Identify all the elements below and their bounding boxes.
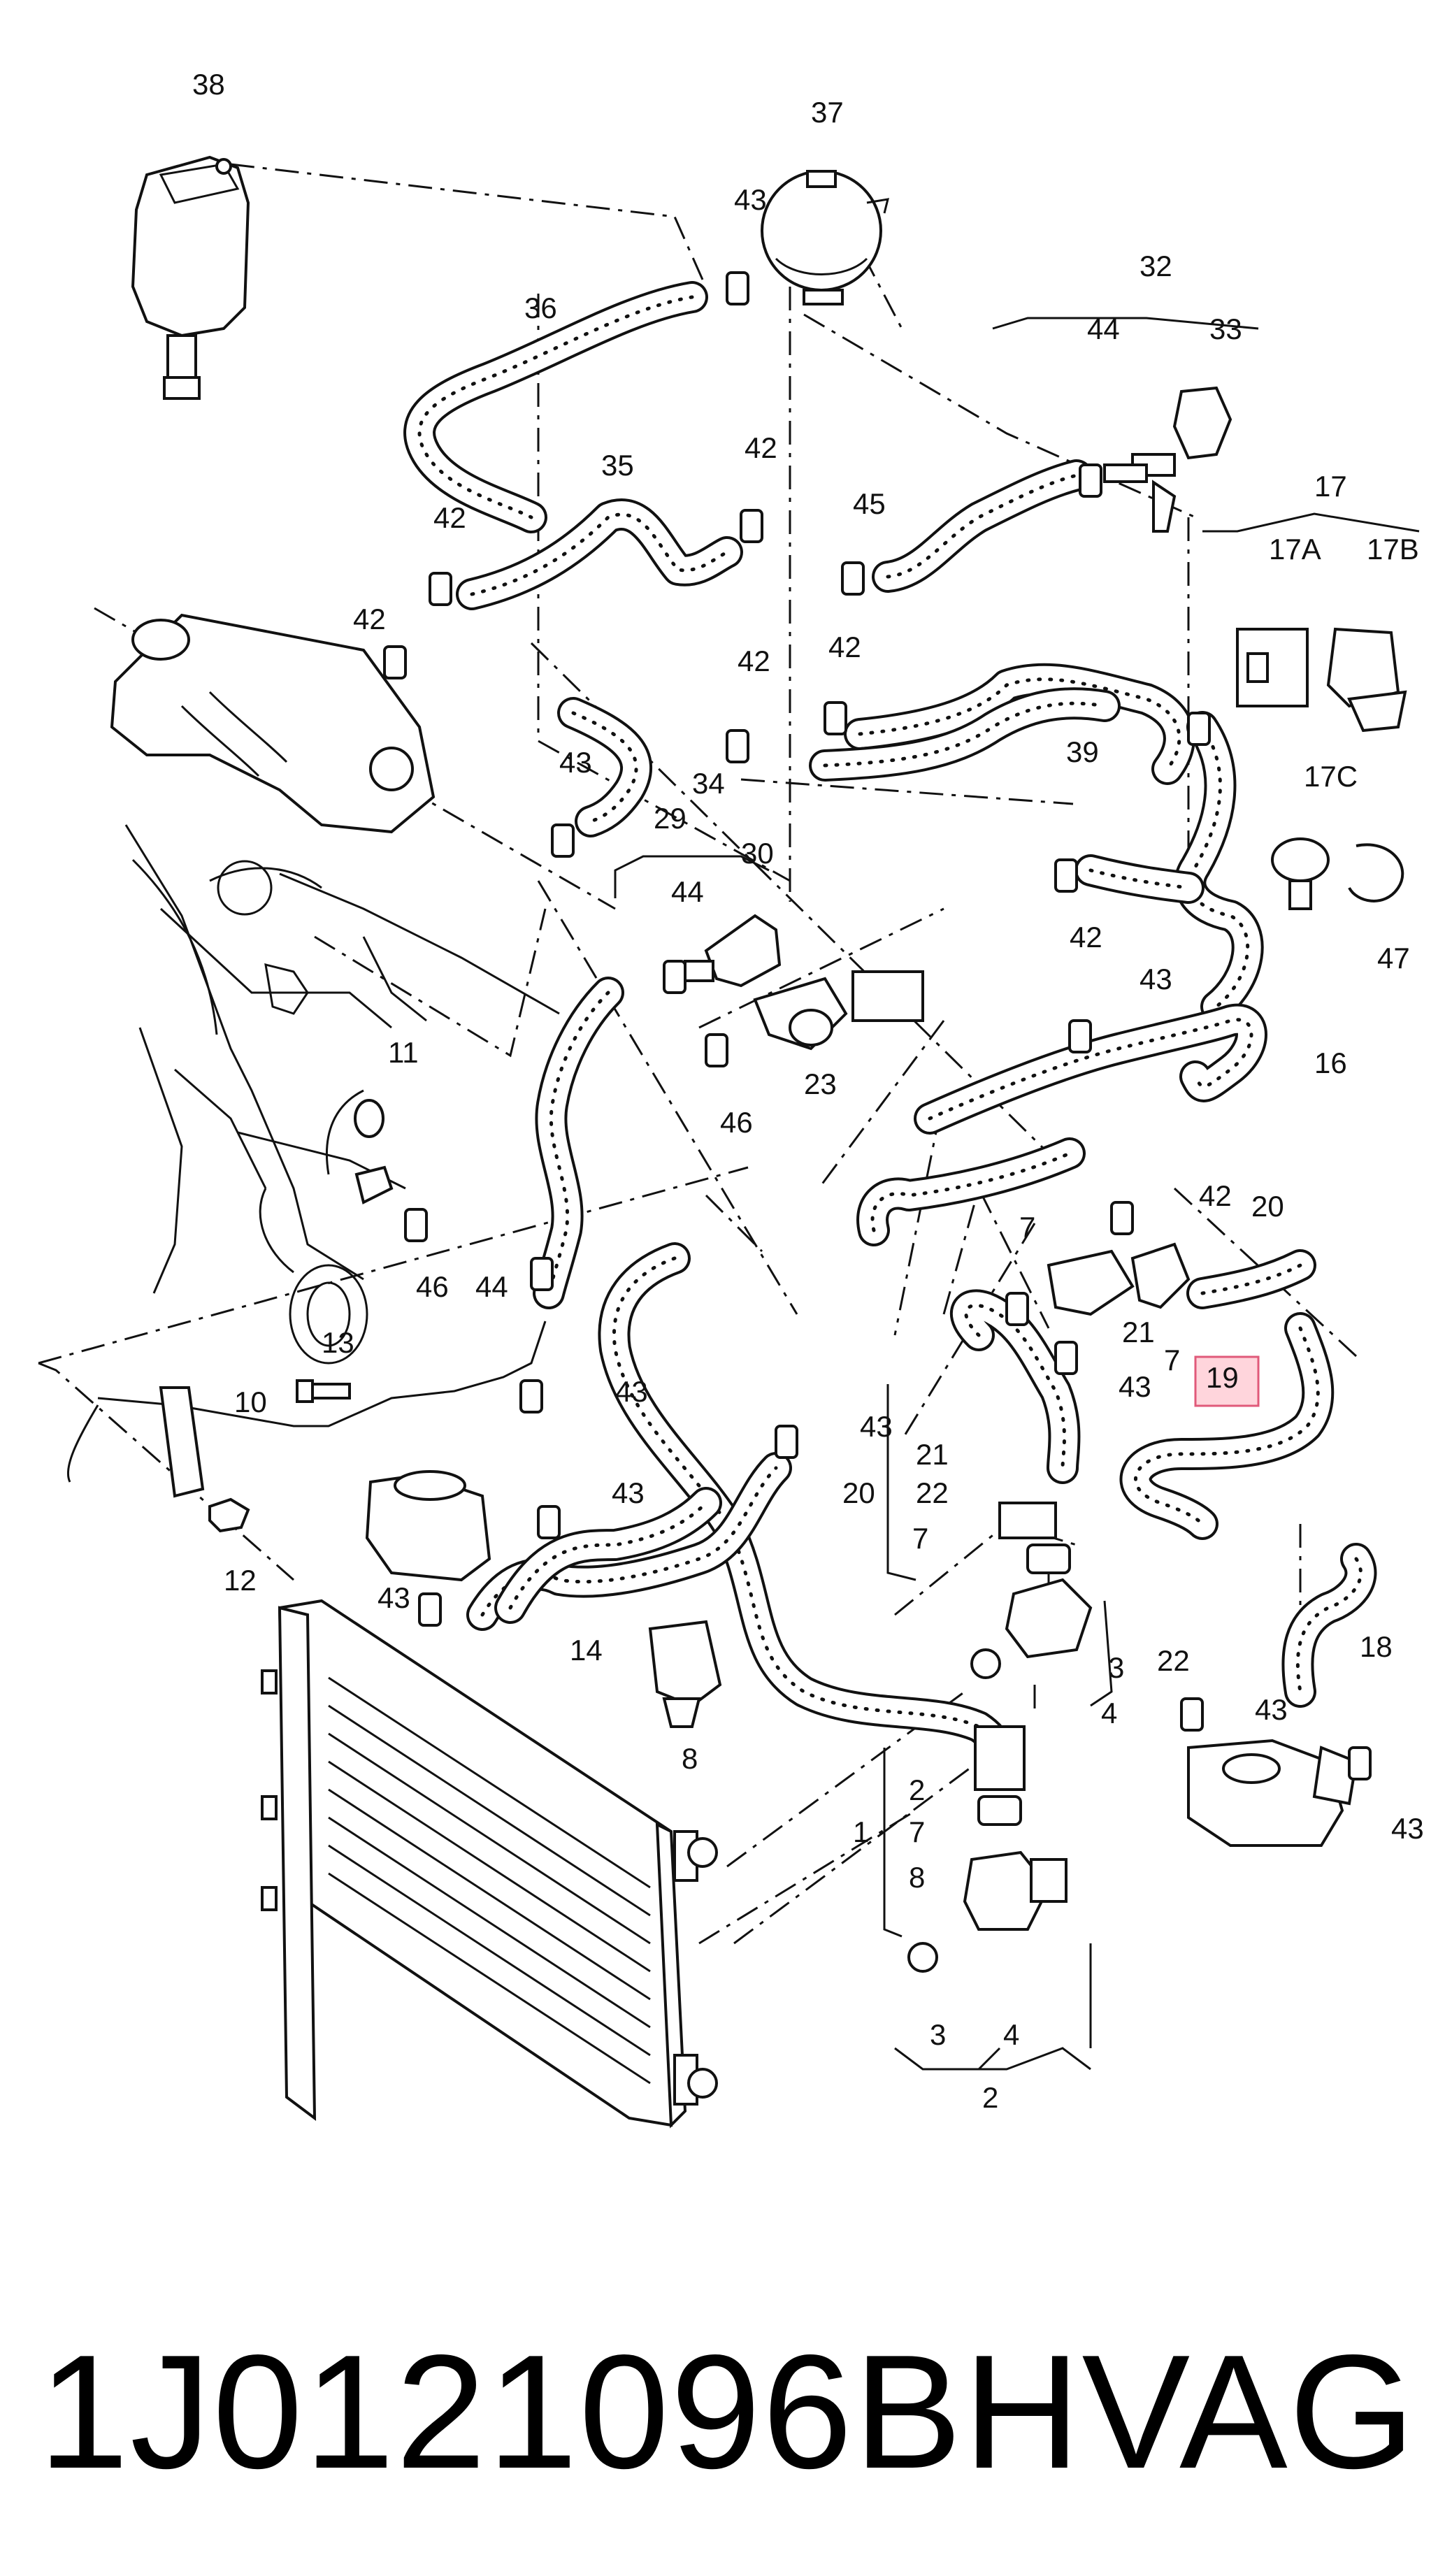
part-callout-4: 4 bbox=[1003, 2018, 1019, 2051]
part-callout-36: 36 bbox=[524, 292, 557, 324]
part-callout-10: 10 bbox=[234, 1386, 267, 1418]
brand-name: VAG bbox=[1081, 2321, 1417, 2503]
part-callout-12: 12 bbox=[224, 1564, 257, 1597]
part-callout-45: 45 bbox=[853, 487, 886, 520]
part-callout-44: 44 bbox=[475, 1270, 508, 1303]
part-callout-43: 43 bbox=[615, 1375, 648, 1408]
part-callout-20: 20 bbox=[842, 1476, 875, 1509]
part-callout-46: 46 bbox=[416, 1270, 449, 1303]
part-callout-7: 7 bbox=[912, 1522, 928, 1555]
part-callout-42: 42 bbox=[828, 631, 861, 663]
part-callout-35: 35 bbox=[601, 449, 634, 482]
part-callout-43: 43 bbox=[1391, 1812, 1424, 1845]
part-callout-17B: 17B bbox=[1367, 533, 1419, 566]
part-number: 1J0121096BH bbox=[38, 2321, 1082, 2503]
part-callout-42: 42 bbox=[353, 603, 386, 635]
clamps bbox=[383, 271, 1372, 1826]
part-callout-7: 7 bbox=[1019, 1211, 1035, 1244]
part-callout-46: 46 bbox=[720, 1106, 753, 1139]
radiator bbox=[261, 1599, 718, 2129]
part-callout-14: 14 bbox=[570, 1634, 603, 1667]
part-callout-22: 22 bbox=[916, 1476, 949, 1509]
part-callout-3: 3 bbox=[1108, 1651, 1124, 1684]
part-callout-34: 34 bbox=[692, 767, 725, 800]
part-callout-44: 44 bbox=[671, 875, 704, 908]
part-callout-23: 23 bbox=[804, 1067, 837, 1100]
part-callout-38: 38 bbox=[192, 68, 225, 101]
footer-caption: 1J0121096BH VAG bbox=[38, 2307, 1415, 2517]
part-callout-2: 2 bbox=[909, 1773, 925, 1806]
part-callout-42: 42 bbox=[433, 501, 466, 534]
part-callout-43: 43 bbox=[1119, 1370, 1151, 1403]
part-callout-19: 19 bbox=[1206, 1361, 1239, 1394]
part-callout-17: 17 bbox=[1314, 470, 1347, 503]
part-callout-43: 43 bbox=[860, 1410, 893, 1443]
part-callout-21: 21 bbox=[1122, 1316, 1155, 1348]
part-callout-16: 16 bbox=[1314, 1046, 1347, 1079]
part-callout-17A: 17A bbox=[1269, 533, 1321, 566]
part-callout-17C: 17C bbox=[1304, 760, 1358, 793]
part-callout-43: 43 bbox=[378, 1581, 410, 1614]
part-callout-43: 43 bbox=[559, 746, 592, 779]
part-callout-43: 43 bbox=[1140, 963, 1172, 995]
part-callout-30: 30 bbox=[741, 837, 774, 870]
part-callout-37: 37 bbox=[811, 96, 844, 129]
part-callout-21: 21 bbox=[916, 1438, 949, 1471]
part-callout-42: 42 bbox=[1199, 1179, 1232, 1212]
part-callout-42: 42 bbox=[1070, 921, 1102, 954]
part-callout-7: 7 bbox=[1164, 1344, 1180, 1376]
part-callout-18: 18 bbox=[1360, 1630, 1393, 1663]
part-callout-43: 43 bbox=[734, 183, 767, 216]
part-callout-7: 7 bbox=[909, 1815, 925, 1848]
part-callout-39: 39 bbox=[1066, 735, 1099, 768]
part-callout-33: 33 bbox=[1209, 312, 1242, 345]
hoses bbox=[403, 281, 1377, 1778]
components bbox=[66, 155, 1407, 1973]
part-callout-42: 42 bbox=[745, 431, 777, 464]
part-callout-8: 8 bbox=[682, 1742, 698, 1775]
part-callout-20: 20 bbox=[1251, 1190, 1284, 1223]
part-callout-4: 4 bbox=[1101, 1697, 1117, 1729]
part-callout-32: 32 bbox=[1140, 250, 1172, 282]
part-callout-42: 42 bbox=[738, 645, 770, 677]
part-callout-1: 1 bbox=[853, 1815, 869, 1848]
part-callout-22: 22 bbox=[1157, 1644, 1190, 1677]
part-callout-3: 3 bbox=[930, 2018, 946, 2051]
part-callout-47: 47 bbox=[1377, 942, 1410, 974]
part-callout-29: 29 bbox=[654, 802, 686, 835]
part-callout-43: 43 bbox=[612, 1476, 645, 1509]
part-callout-8: 8 bbox=[909, 1861, 925, 1894]
part-callout-2: 2 bbox=[982, 2081, 998, 2114]
part-callout-43: 43 bbox=[1255, 1693, 1288, 1726]
part-callout-11: 11 bbox=[388, 1036, 419, 1069]
engine-block bbox=[124, 824, 560, 1365]
highlight-box bbox=[1194, 1355, 1260, 1407]
part-callout-44: 44 bbox=[1087, 312, 1120, 345]
part-callout-13: 13 bbox=[322, 1326, 354, 1359]
